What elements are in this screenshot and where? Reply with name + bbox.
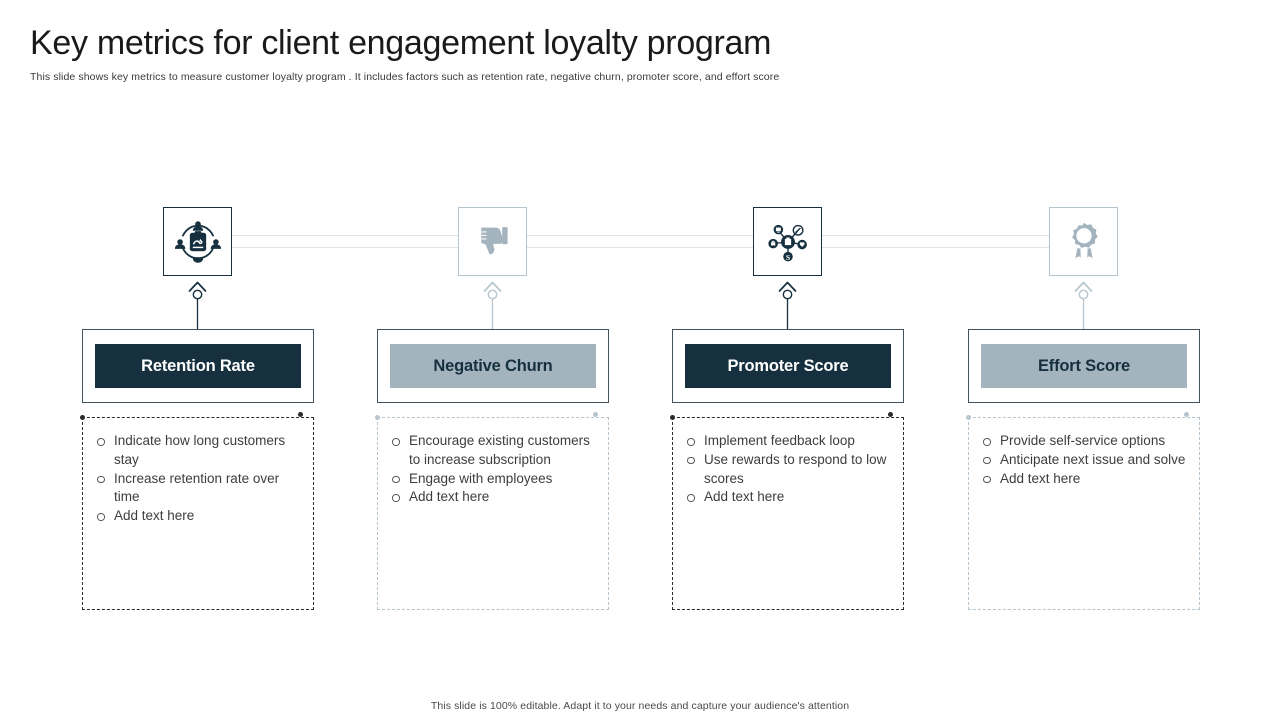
list-item: Add text here [95, 507, 305, 526]
metric-label-promoter-score: Promoter Score [727, 356, 849, 375]
label-band-effort-score: Effort Score [981, 344, 1187, 388]
list-item: Anticipate next issue and solve [981, 451, 1191, 470]
body-box-promoter-score[interactable]: Implement feedback loop Use rewards to r… [670, 412, 904, 610]
customer-retention-network-icon [174, 219, 221, 265]
page-subtitle: This slide shows key metrics to measure … [30, 71, 780, 84]
list-item: Engage with employees [390, 470, 600, 489]
bullet-list-promoter-score: Implement feedback loop Use rewards to r… [685, 432, 895, 507]
spine-line-bottom [198, 247, 1084, 248]
handle-top-right[interactable] [593, 412, 598, 417]
svg-text:S: S [785, 252, 789, 261]
list-item: Encourage existing customers to increase… [390, 432, 600, 470]
label-band-promoter-score: Promoter Score [685, 344, 891, 388]
icon-tile-retention-rate[interactable] [163, 207, 232, 276]
header: Key metrics for client engagement loyalt… [30, 24, 1250, 85]
handle-top-right[interactable] [298, 412, 303, 417]
body-box-negative-churn[interactable]: Encourage existing customers to increase… [375, 412, 609, 610]
footer-note: This slide is 100% editable. Adapt it to… [430, 700, 850, 712]
bullet-list-retention-rate: Indicate how long customers stay Increas… [95, 432, 305, 526]
horizontal-connector-spine [198, 233, 1084, 249]
icon-tile-effort-score[interactable] [1049, 207, 1118, 276]
list-item: Add text here [390, 488, 600, 507]
list-item: Indicate how long customers stay [95, 432, 305, 470]
list-item: Add text here [685, 488, 895, 507]
body-box-retention-rate[interactable]: Indicate how long customers stay Increas… [80, 412, 314, 610]
icon-tile-negative-churn[interactable] [458, 207, 527, 276]
award-rosette-icon [1062, 220, 1106, 264]
body-box-effort-score[interactable]: Provide self-service options Anticipate … [966, 412, 1200, 610]
handle-top-right[interactable] [888, 412, 893, 417]
list-item: Increase retention rate over time [95, 470, 305, 508]
metric-label-retention-rate: Retention Rate [141, 356, 255, 375]
icon-tile-promoter-score[interactable]: S [753, 207, 822, 276]
handle-top-left[interactable] [375, 415, 380, 420]
bullet-list-negative-churn: Encourage existing customers to increase… [390, 432, 600, 507]
thumbs-down-icon [472, 221, 514, 263]
label-card-retention-rate[interactable]: Retention Rate [82, 329, 314, 403]
label-band-retention-rate: Retention Rate [95, 344, 301, 388]
label-band-negative-churn: Negative Churn [390, 344, 596, 388]
label-card-effort-score[interactable]: Effort Score [968, 329, 1200, 403]
connector-effort-score [1049, 279, 1118, 335]
spine-line-top [198, 235, 1084, 236]
handle-top-left[interactable] [966, 415, 971, 420]
label-card-promoter-score[interactable]: Promoter Score [672, 329, 904, 403]
metric-label-negative-churn: Negative Churn [433, 356, 553, 375]
connector-promoter-score [753, 279, 822, 335]
handle-top-right[interactable] [1184, 412, 1189, 417]
list-item: Use rewards to respond to low scores [685, 451, 895, 489]
list-item: Implement feedback loop [685, 432, 895, 451]
connector-retention-rate [163, 279, 232, 335]
metric-label-effort-score: Effort Score [1037, 356, 1131, 375]
handle-top-left[interactable] [670, 415, 675, 420]
page-title: Key metrics for client engagement loyalt… [30, 24, 772, 62]
connector-negative-churn [458, 279, 527, 335]
list-item: Add text here [981, 470, 1191, 489]
handle-top-left[interactable] [80, 415, 85, 420]
network-hub-nodes-icon: S [766, 220, 810, 264]
bullet-list-effort-score: Provide self-service options Anticipate … [981, 432, 1191, 488]
list-item: Provide self-service options [981, 432, 1191, 451]
label-card-negative-churn[interactable]: Negative Churn [377, 329, 609, 403]
